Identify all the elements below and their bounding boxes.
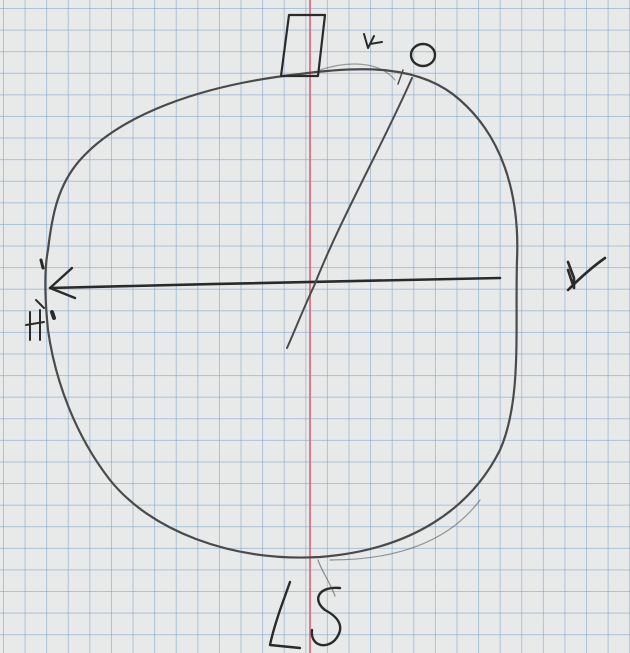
right-n-mark bbox=[566, 256, 607, 292]
bottom-s-mark bbox=[310, 586, 342, 647]
arrowhead-icon bbox=[48, 266, 77, 300]
left-tick-bottom bbox=[50, 310, 56, 320]
bottom-faint-stroke bbox=[317, 559, 336, 597]
loop-overstroke bbox=[329, 499, 481, 561]
loop-overstroke-top bbox=[319, 63, 396, 81]
label-top: D bbox=[0, 0, 1, 1]
left-h-mark bbox=[25, 299, 45, 341]
red-margin-line bbox=[309, 0, 311, 653]
top-box bbox=[279, 13, 327, 78]
horizontal-arrow-line bbox=[48, 276, 502, 290]
top-small-mark bbox=[363, 33, 383, 49]
outer-loop bbox=[44, 68, 519, 559]
top-right-circle bbox=[409, 42, 437, 68]
bottom-l-mark bbox=[268, 580, 302, 650]
diagonal-tick bbox=[397, 69, 404, 85]
left-tick-top bbox=[39, 258, 45, 270]
label-holder: D v O N H LS bbox=[0, 0, 1, 1]
diagonal-line bbox=[286, 77, 413, 349]
